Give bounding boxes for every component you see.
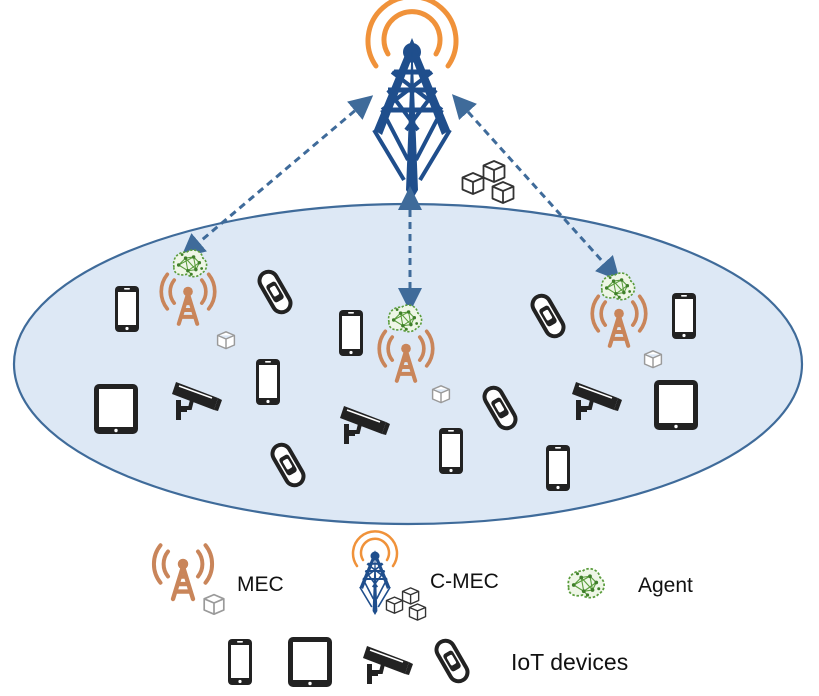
legend-wearable-band-icon xyxy=(431,635,473,687)
cache-cube-icon xyxy=(643,350,663,369)
legend-mec-label: MEC xyxy=(237,573,284,596)
smartphone-icon xyxy=(339,310,363,356)
smartphone-icon xyxy=(672,293,696,339)
legend-agent-icon xyxy=(567,567,605,599)
cache-cube-icon xyxy=(216,331,236,350)
link-cmec-mec-right xyxy=(451,94,621,281)
smartphone-icon xyxy=(256,359,280,405)
legend-cache-cube-icon xyxy=(203,593,225,616)
smartphone-icon xyxy=(439,428,463,474)
tablet-icon xyxy=(654,380,698,430)
legend-cmec-label: C-MEC xyxy=(430,570,499,593)
cmec-tower-icon xyxy=(374,38,450,200)
cache-cube-icon xyxy=(431,385,451,404)
legend-mec-icon xyxy=(154,545,212,599)
tablet-icon xyxy=(94,384,138,434)
legend-cmec-cache-icon xyxy=(385,587,427,621)
cmec-cache-cubes-icon xyxy=(461,160,515,204)
legend-iot-devices-label: IoT devices xyxy=(511,649,629,675)
legend-cmec-icon xyxy=(351,530,399,617)
smartphone-icon xyxy=(115,286,139,332)
legend-agent-label: Agent xyxy=(638,574,693,597)
legend-smartphone-icon xyxy=(228,639,252,685)
legend-security-camera-icon xyxy=(361,644,415,686)
link-cmec-mec-left xyxy=(180,95,374,258)
legend-tablet-icon xyxy=(288,637,332,687)
smartphone-icon xyxy=(546,445,570,491)
